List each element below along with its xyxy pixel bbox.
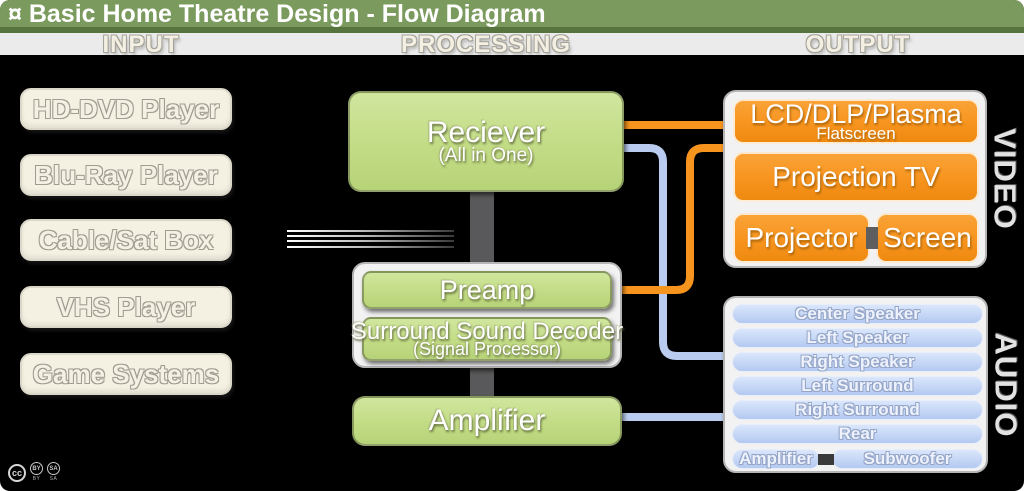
input-box-cable-sat-box: Cable/Sat Box <box>20 219 232 261</box>
video-section-label: VIDEO <box>986 90 1024 268</box>
cc-icon: cc <box>8 464 26 482</box>
subwoofer-label: Subwoofer <box>863 449 952 468</box>
subwoofer-pill: Subwoofer <box>832 449 983 469</box>
projection-tv-label: Projection TV <box>772 161 940 192</box>
screen-box: Screen <box>876 213 979 263</box>
connector-receiver-to-preamp <box>470 192 494 266</box>
input-box-label: HD-DVD Player <box>32 93 220 124</box>
speaker-pill-right: Right Speaker <box>732 352 983 372</box>
audio-amplifier-label: Amplifier <box>739 449 813 468</box>
receiver-title: Reciever <box>426 116 546 149</box>
speaker-pill-left: Left Speaker <box>732 328 983 348</box>
input-box-vhs-player: VHS Player <box>20 286 232 328</box>
amplifier-label: Amplifier <box>428 404 546 437</box>
preamp-box: Preamp <box>362 271 612 309</box>
preamp-group: Preamp Surround Sound Decoder (Signal Pr… <box>351 262 623 368</box>
connector-preamp-to-amplifier <box>470 364 494 398</box>
receiver-box: Reciever (All in One) <box>348 91 624 192</box>
column-header-output: OUTPUT <box>805 31 911 58</box>
title-bar: ¤ Basic Home Theatre Design - Flow Diagr… <box>0 0 1024 28</box>
speaker-label: Right Speaker <box>800 352 915 371</box>
decoder-subtitle: (Signal Processor) <box>412 339 562 359</box>
input-box-hd-dvd-player: HD-DVD Player <box>20 88 232 130</box>
projector-box: Projector <box>733 213 870 263</box>
projector-label: Projector <box>745 222 858 253</box>
projection-tv-box: Projection TV <box>733 152 979 202</box>
receiver-audio-cable <box>618 144 727 360</box>
flatscreen-subtitle: Flatscreen <box>816 124 896 143</box>
input-box-game-systems: Game Systems <box>20 353 232 395</box>
speaker-label: Right Surround <box>795 400 920 419</box>
input-box-label: Blu-Ray Player <box>34 159 218 190</box>
audio-group: Center Speaker Left Speaker Right Speake… <box>723 296 988 473</box>
speaker-pill-center: Center Speaker <box>732 304 983 324</box>
decoder-title: Surround Sound Decoder <box>350 318 624 345</box>
title-bar-accent-strip <box>0 27 1024 33</box>
speaker-pill-right-surround: Right Surround <box>732 400 983 420</box>
input-cable-bundle <box>287 230 454 249</box>
surround-sound-decoder-box: Surround Sound Decoder (Signal Processor… <box>351 317 623 361</box>
speaker-label: Left Speaker <box>806 328 909 347</box>
amplifier-box: Amplifier <box>352 396 622 446</box>
cc-by-icon: BY BY <box>30 462 43 482</box>
input-box-blu-ray-player: Blu-Ray Player <box>20 154 232 196</box>
speaker-pill-rear: Rear <box>732 424 983 444</box>
speaker-label: Center Speaker <box>795 304 920 323</box>
speaker-pill-left-surround: Left Surround <box>732 376 983 396</box>
input-box-label: Cable/Sat Box <box>38 224 214 255</box>
preamp-video-cable <box>616 144 727 294</box>
column-header-input: INPUT <box>102 31 180 58</box>
input-box-label: Game Systems <box>32 358 220 389</box>
connector-projector-to-screen <box>866 227 878 249</box>
page-title: ¤ Basic Home Theatre Design - Flow Diagr… <box>8 0 546 28</box>
audio-section-label-text: AUDIO <box>988 332 1024 437</box>
screen-label: Screen <box>883 222 972 253</box>
speaker-label: Left Surround <box>801 376 914 395</box>
audio-amplifier-pill: Amplifier <box>732 449 820 469</box>
speaker-label: Rear <box>838 424 877 443</box>
receiver-subtitle: (All in One) <box>438 145 534 166</box>
preamp-label: Preamp <box>439 274 535 305</box>
cc-sa-icon: SA SA <box>47 462 60 482</box>
flatscreen-box: LCD/DLP/Plasma Flatscreen <box>733 99 979 144</box>
column-header-processing: PROCESSING <box>400 31 572 58</box>
video-section-label-text: VIDEO <box>988 128 1023 230</box>
connector-amplifier-to-subwoofer <box>818 454 834 465</box>
audio-section-label: AUDIO <box>986 296 1024 473</box>
input-box-label: VHS Player <box>56 291 196 322</box>
cc-license-badge: cc BY BY SA SA <box>8 462 60 482</box>
video-group: LCD/DLP/Plasma Flatscreen Projection TV … <box>723 90 987 268</box>
column-header-band: INPUT PROCESSING OUTPUT <box>0 31 1024 58</box>
flatscreen-title: LCD/DLP/Plasma <box>750 99 962 129</box>
